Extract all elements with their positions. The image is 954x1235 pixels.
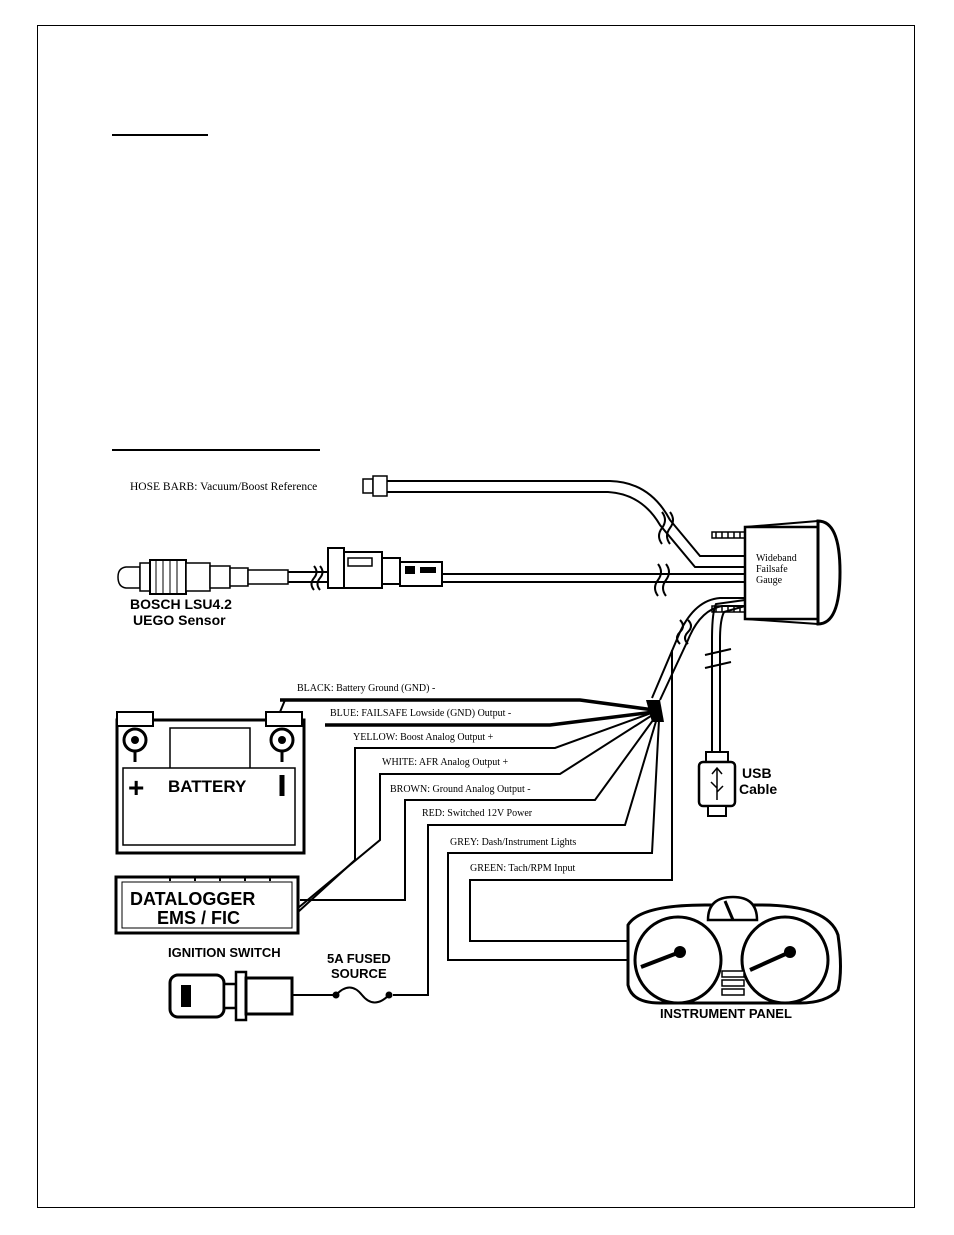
usb-plug — [697, 751, 737, 817]
battery — [115, 699, 306, 855]
ignition-switch — [168, 970, 335, 1022]
instrument-panel — [626, 895, 842, 1005]
wire-label-blue: BLUE: FAILSAFE Lowside (GND) Output - — [330, 708, 511, 719]
fused-source-label-line1: 5A FUSED — [327, 951, 391, 966]
page-border — [37, 25, 915, 1208]
wire-label-yellow: YELLOW: Boost Analog Output + — [353, 732, 494, 743]
hose-barb-label: HOSE BARB: Vacuum/Boost Reference — [130, 481, 317, 493]
datalogger-label-line1: DATALOGGER — [130, 889, 255, 909]
instrument-panel-label: INSTRUMENT PANEL — [660, 1006, 792, 1021]
gauge-label-line1: Wideband — [756, 553, 797, 564]
fuse — [332, 986, 393, 1004]
wire-label-grey: GREY: Dash/Instrument Lights — [450, 837, 576, 848]
harness-wires — [280, 650, 673, 996]
battery-plus: + — [128, 772, 144, 803]
wire-label-green: GREEN: Tach/RPM Input — [470, 863, 575, 874]
wire-label-red: RED: Switched 12V Power — [422, 808, 533, 819]
uego-sensor — [117, 559, 330, 595]
wideband-gauge — [711, 519, 842, 626]
hose-barb — [362, 475, 745, 568]
sensor-label-line2: UEGO Sensor — [133, 612, 226, 628]
battery-label: BATTERY — [168, 777, 247, 796]
ignition-switch-label: IGNITION SWITCH — [168, 945, 281, 960]
sensor-label-line1: BOSCH LSU4.2 — [130, 596, 232, 612]
cable-break-marks — [310, 511, 732, 669]
fused-source-label-line2: SOURCE — [331, 966, 387, 981]
usb-label-line1: USB — [742, 765, 772, 781]
section-heading-rule-2 — [112, 449, 320, 451]
section-heading-rule-1 — [112, 134, 208, 136]
gauge-label-line3: Gauge — [756, 575, 783, 586]
usb-label-line2: Cable — [739, 781, 777, 797]
wire-label-black: BLACK: Battery Ground (GND) - — [297, 683, 435, 694]
gauge-label-line2: Failsafe — [756, 564, 788, 575]
wire-label-white: WHITE: AFR Analog Output + — [382, 757, 509, 768]
wire-label-brown: BROWN: Ground Analog Output - — [390, 784, 531, 795]
datalogger-box — [114, 875, 300, 935]
sensor-connector — [327, 547, 443, 589]
datalogger-label-line2: EMS / FIC — [157, 908, 240, 928]
